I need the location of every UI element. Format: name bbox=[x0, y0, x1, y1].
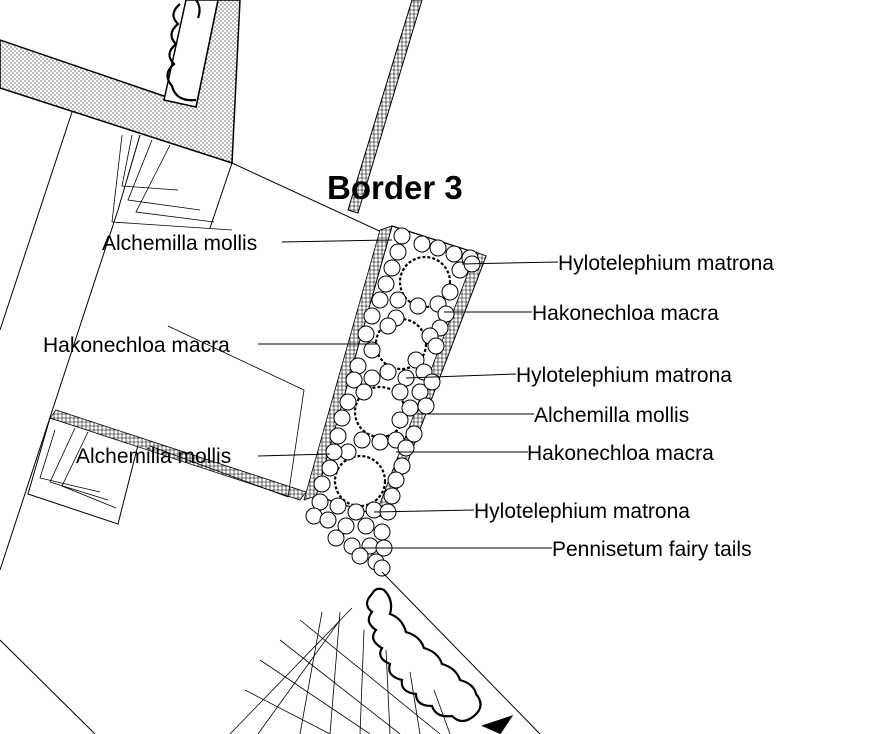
plant-58 bbox=[305, 507, 323, 525]
north-arrow-icon bbox=[481, 715, 514, 734]
label-hylotelephium-matrona-3: Hylotelephium matrona bbox=[474, 500, 690, 523]
plant-9 bbox=[377, 275, 395, 293]
plant-50 bbox=[313, 475, 331, 493]
plant-1 bbox=[413, 235, 431, 253]
plant-19 bbox=[379, 317, 397, 335]
plant-39 bbox=[391, 411, 409, 429]
plant-6 bbox=[383, 259, 401, 277]
top-hatched-wall bbox=[347, 0, 423, 214]
plant-13 bbox=[409, 297, 427, 315]
plant-67 bbox=[351, 547, 369, 565]
plant-34 bbox=[423, 373, 441, 391]
plant-40 bbox=[329, 427, 347, 445]
plant-0 bbox=[393, 227, 411, 245]
plant-60 bbox=[337, 517, 355, 535]
plant-48 bbox=[321, 459, 339, 477]
top-wall bbox=[0, 0, 241, 165]
plant-62 bbox=[373, 523, 391, 541]
small-plants bbox=[305, 227, 481, 577]
plant-52 bbox=[383, 487, 401, 505]
left-structure bbox=[0, 111, 389, 734]
label-alchemilla-mollis-2: Alchemilla mollis bbox=[534, 404, 689, 427]
border-title: Border 3 bbox=[327, 169, 463, 206]
label-hakonechloa-macra-3: Hakonechloa macra bbox=[527, 442, 714, 465]
plant-42 bbox=[371, 433, 389, 451]
label-hakonechloa-macra-1: Hakonechloa macra bbox=[532, 302, 719, 325]
plant-27 bbox=[363, 369, 381, 387]
plant-51 bbox=[387, 471, 405, 489]
plant-56 bbox=[365, 501, 383, 519]
plant-2 bbox=[429, 239, 447, 257]
plant-38 bbox=[333, 409, 351, 427]
plant-3 bbox=[445, 245, 463, 263]
plant-11 bbox=[371, 291, 389, 309]
plant-63 bbox=[327, 529, 345, 547]
plant-55 bbox=[347, 503, 365, 521]
leader-lines bbox=[257, 239, 559, 549]
plant-28 bbox=[379, 363, 397, 381]
plant-21 bbox=[357, 325, 375, 343]
plant-10 bbox=[441, 283, 459, 301]
plant-47 bbox=[405, 425, 423, 443]
plant-26 bbox=[345, 371, 363, 389]
hedge-top-left bbox=[166, 3, 197, 102]
plant-5 bbox=[389, 243, 407, 261]
plant-23 bbox=[427, 337, 445, 355]
plant-41 bbox=[353, 431, 371, 449]
plant-46 bbox=[397, 439, 415, 457]
label-pennisetum-fairy-tails: Pennisetum fairy tails bbox=[552, 538, 752, 561]
plant-54 bbox=[329, 497, 347, 515]
plant-16 bbox=[363, 307, 381, 325]
plant-69 bbox=[373, 559, 391, 577]
plant-37 bbox=[417, 397, 435, 415]
plant-35 bbox=[339, 393, 357, 411]
label-alchemilla-mollis-1: Alchemilla mollis bbox=[102, 232, 257, 255]
plant-24 bbox=[349, 357, 367, 375]
plant-12 bbox=[389, 291, 407, 309]
plant-31 bbox=[355, 383, 373, 401]
label-hylotelephium-matrona-1: Hylotelephium matrona bbox=[558, 252, 774, 275]
label-alchemilla-mollis-3: Alchemilla mollis bbox=[76, 445, 231, 468]
plant-45 bbox=[325, 443, 343, 461]
plant-22 bbox=[363, 341, 381, 359]
bottom-deck bbox=[229, 571, 541, 734]
left-house-block bbox=[27, 325, 307, 525]
label-hylotelephium-matrona-2: Hylotelephium matrona bbox=[516, 364, 732, 387]
label-hakonechloa-macra-2: Hakonechloa macra bbox=[43, 334, 230, 357]
plant-25 bbox=[407, 351, 425, 369]
hedge-bottom bbox=[365, 587, 482, 723]
plant-61 bbox=[357, 517, 375, 535]
plant-32 bbox=[391, 383, 409, 401]
plant-59 bbox=[319, 511, 337, 529]
